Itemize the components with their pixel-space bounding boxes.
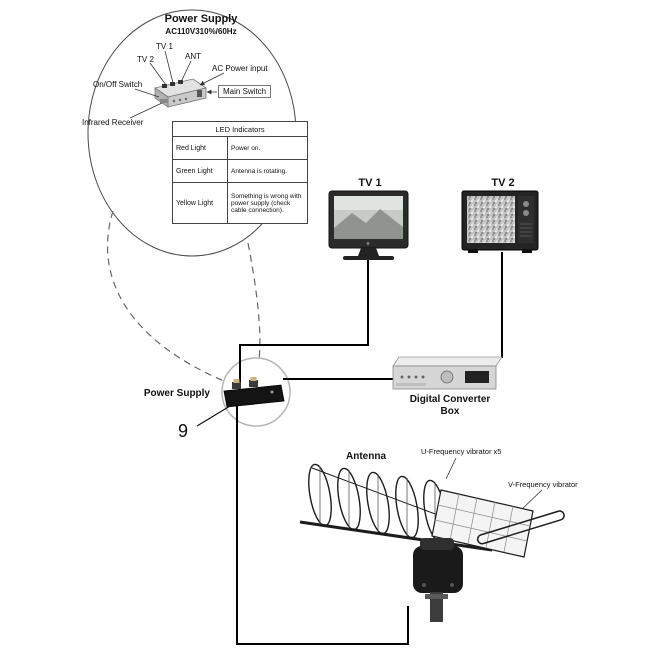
antenna-illustration	[299, 463, 565, 622]
tv2-label: TV 2	[491, 177, 515, 189]
led-table-row: Green Light Antenna is rotating.	[172, 159, 308, 183]
callout-label-main-switch: Main Switch	[218, 85, 272, 99]
led-table-header-row: LED Indicators	[172, 121, 308, 137]
led-table-row: Yellow Light Something is wrong with pow…	[172, 182, 308, 224]
tv1-illustration	[328, 190, 409, 260]
callout-dashed-leaders	[106, 210, 261, 382]
cables	[236, 252, 503, 645]
led-table-header: LED Indicators	[172, 121, 308, 137]
led-row-light: Yellow Light	[172, 182, 228, 224]
led-row-meaning: Something is wrong with power supply (ch…	[227, 182, 308, 224]
converter-box-label: Digital Converter Box	[409, 394, 491, 417]
antenna-annotation-lines	[445, 457, 543, 510]
callout-label-tv1-port: TV 1	[156, 42, 173, 51]
v-frequency-vibrator-label: V-Frequency vibrator	[508, 480, 578, 489]
tv2-illustration	[461, 190, 539, 253]
callout-title: Power Supply	[164, 13, 238, 25]
callout-device-illustration	[154, 78, 207, 108]
callout-label-on-off-switch: On/Off Switch	[93, 80, 143, 89]
callout-label-tv2-port: TV 2	[137, 55, 154, 64]
callout-label-ac-power-input: AC Power input	[212, 64, 268, 73]
callout-subtitle: AC110V310%/60Hz	[165, 27, 237, 36]
led-row-meaning: Antenna is rotating.	[227, 159, 308, 183]
callout-label-infrared-receiver: Infrared Receiver	[82, 118, 144, 127]
cable-tv1	[239, 259, 369, 387]
callout-pointer-lines	[129, 50, 225, 119]
step-number-pointer	[196, 405, 231, 427]
tv1-label: TV 1	[358, 177, 382, 189]
step-number: 9	[178, 421, 189, 441]
converter-box-illustration	[392, 356, 503, 390]
led-row-light: Red Light	[172, 136, 228, 160]
u-frequency-vibrator-label: U-Frequency vibrator x5	[421, 447, 502, 456]
led-row-meaning: Power on.	[227, 136, 308, 160]
power-supply-label: Power Supply	[143, 388, 210, 399]
cable-antenna	[236, 406, 409, 645]
callout-label-ant-port: ANT	[185, 52, 201, 61]
power-supply-highlight-circle	[221, 357, 291, 427]
led-table-row: Red Light Power on.	[172, 136, 308, 160]
led-indicators-table: LED Indicators Red Light Power on. Green…	[172, 121, 308, 224]
antenna-label: Antenna	[346, 451, 386, 462]
led-row-light: Green Light	[172, 159, 228, 183]
power-supply-illustration	[223, 377, 285, 408]
